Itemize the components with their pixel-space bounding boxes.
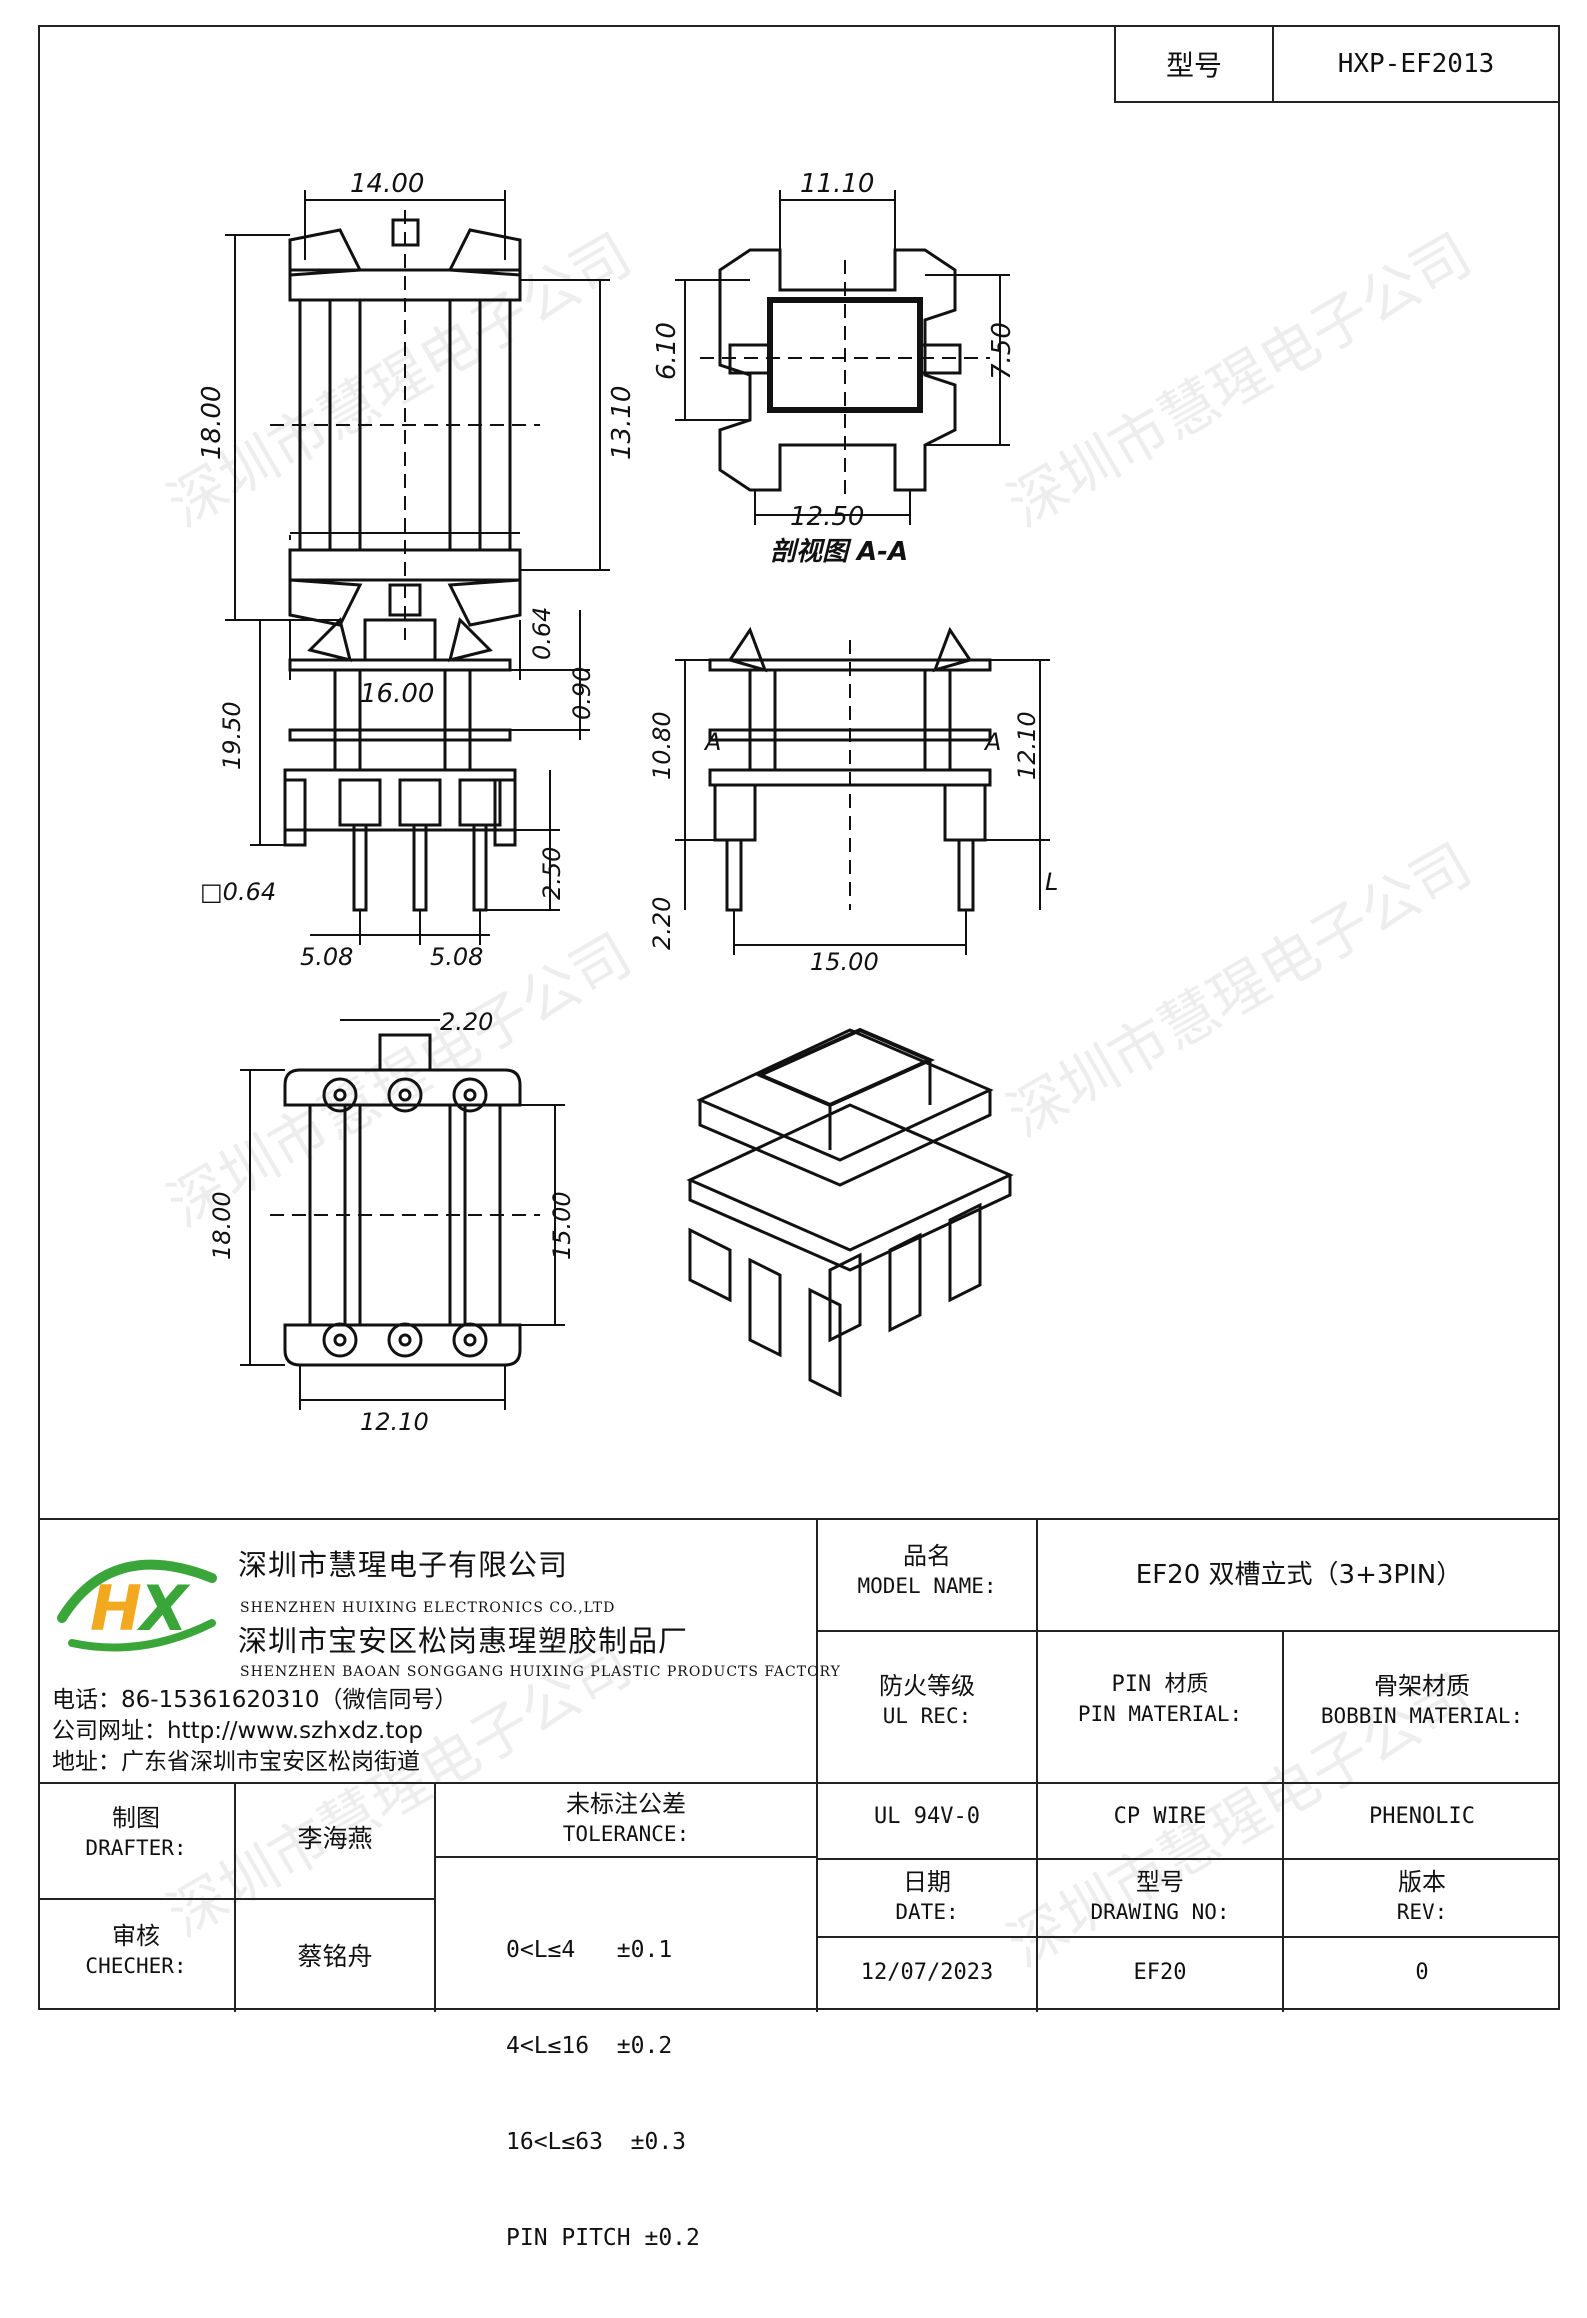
section-view [675, 190, 1010, 525]
dim-front-pin-dia: □0.64 [200, 878, 276, 906]
tolerance-line: PIN PITCH ±0.2 [506, 2225, 700, 2251]
dim-section-bottom: 12.50 [790, 502, 864, 532]
pin-label: PIN 材质 PIN MATERIAL: [1077, 1672, 1243, 1726]
dim-section-left: 6.10 [652, 322, 682, 380]
bobbin-label: 骨架材质 BOBBIN MATERIAL: [1320, 1672, 1524, 1729]
contact-info: 电话：86-15361620310（微信同号） 公司网址：http://www.… [52, 1685, 458, 1778]
dim-top-left-inner: 13.10 [607, 386, 637, 460]
dim-side-right: 12.10 [1013, 711, 1041, 780]
drafter-label: 制图 DRAFTER: [85, 1804, 187, 1861]
dim-top-left-height: 18.00 [197, 386, 227, 460]
rev-label: 版本 REV: [1396, 1868, 1448, 1925]
dim-front-flange: 0.64 [528, 607, 556, 660]
bobbin-value: PHENOLIC [1369, 1804, 1475, 1829]
company-logo: H X [57, 1559, 217, 1652]
drawing-no-label: 型号 DRAWING NO: [1090, 1868, 1230, 1925]
tolerance-line: 16<L≤63 ±0.3 [506, 2129, 687, 2155]
dim-front-pin-len: 2.50 [538, 847, 566, 900]
company-name-cn: 深圳市慧瑆电子有限公司 [238, 1548, 569, 1582]
company-name-en: SHENZHEN HUIXING ELECTRONICS CO.,LTD [240, 1600, 616, 1616]
dim-front-pitch1: 5.08 [300, 943, 353, 971]
dim-front-pitch2: 5.08 [430, 943, 483, 971]
ul-label: 防火等级 UL REC: [879, 1672, 975, 1729]
address: 地址：广东省深圳市宝安区松岗街道 [52, 1749, 420, 1775]
dim-side-gap: 2.20 [648, 897, 676, 950]
rev-value: 0 [1415, 1960, 1429, 1985]
section-marker-right: A [983, 728, 1001, 756]
section-caption: 剖视图 A-A [770, 537, 908, 567]
title-block: H X 深圳市慧瑆电子有限公司 SHENZHEN HUIXING ELECTRO… [38, 1518, 1560, 2251]
dim-bottom-height: 18.00 [208, 1191, 236, 1260]
tolerance-label: 未标注公差 TOLERANCE: [562, 1790, 690, 1847]
isometric-view [686, 1027, 1014, 1398]
drawing-frame [38, 25, 1560, 2010]
dim-bottom-width: 12.10 [360, 1408, 429, 1436]
type-label: 型号 [1116, 27, 1274, 101]
date-value: 12/07/2023 [860, 1960, 994, 1985]
dim-bottom-inner: 15.00 [548, 1191, 576, 1260]
factory-name-cn: 深圳市宝安区松岗惠瑆塑胶制品厂 [238, 1624, 689, 1658]
bottom-view [240, 1019, 565, 1410]
section-marker-left: A [703, 728, 721, 756]
date-label: 日期 DATE: [895, 1868, 959, 1925]
model-label: 品名 MODEL NAME: [857, 1542, 997, 1599]
dim-section-right: 7.50 [987, 322, 1017, 380]
checker-value: 蔡铭舟 [297, 1942, 373, 1971]
type-value: HXP-EF2013 [1337, 49, 1495, 79]
dim-side-width: 15.00 [810, 948, 879, 976]
drafter-value: 李海燕 [297, 1824, 373, 1853]
checker-label: 审核 CHECHER: [85, 1922, 187, 1979]
website[interactable]: 公司网址：http://www.szhxdz.top [52, 1718, 424, 1744]
dim-top-left-width: 14.00 [350, 169, 424, 199]
tolerance-list: 0<L≤4 ±0.1 4<L≤16 ±0.2 16<L≤63 ±0.3 PIN … [506, 1870, 700, 2318]
dim-top-left-bottom: 16.00 [360, 679, 434, 709]
dim-side-left: 10.80 [648, 711, 676, 780]
svg-text:X: X [136, 1572, 191, 1645]
type-box: 型号 HXP-EF2013 [1114, 25, 1560, 103]
factory-name-en: SHENZHEN BAOAN SONGGANG HUIXING PLASTIC … [240, 1664, 841, 1680]
side-view [675, 626, 1050, 955]
tolerance-line: 0<L≤4 ±0.1 [506, 1937, 673, 1963]
svg-text:H: H [90, 1572, 142, 1645]
drawing-no-value: EF20 [1133, 1960, 1187, 1985]
dim-side-l: L [1045, 868, 1058, 896]
dim-bottom-top: 2.20 [440, 1008, 493, 1036]
dim-section-width: 11.10 [800, 169, 874, 199]
ul-value: UL 94V-0 [874, 1804, 980, 1829]
dim-front-height: 19.50 [218, 701, 246, 770]
pin-value: CP WIRE [1113, 1804, 1207, 1829]
dim-front-mid: 0.90 [568, 667, 596, 720]
front-view [250, 610, 590, 945]
phone: 电话：86-15361620310（微信同号） [52, 1687, 458, 1713]
top-view [225, 190, 610, 680]
technical-drawing: 14.00 18.00 13.10 16.00 11.10 6.10 7.50 … [197, 169, 1058, 1436]
model-value: EF20 双槽立式（3+3PIN） [1135, 1560, 1463, 1590]
